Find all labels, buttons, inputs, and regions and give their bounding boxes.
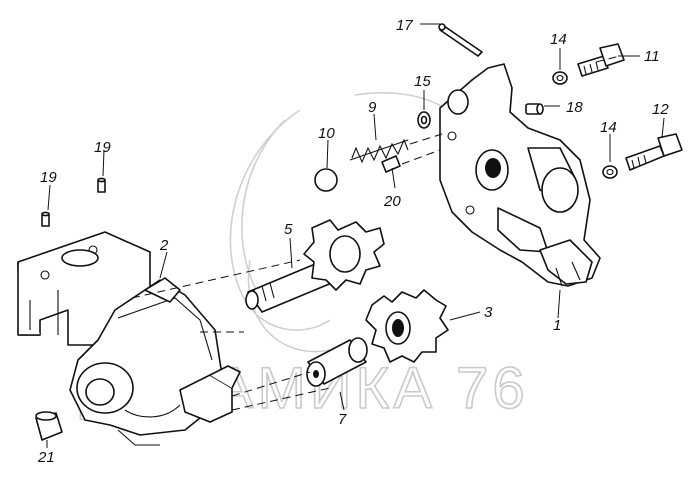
callout-18: 18: [566, 99, 583, 116]
driven-gear: [365, 289, 449, 363]
pin-18: [525, 103, 544, 115]
callout-20: 20: [383, 193, 401, 210]
plug: [35, 411, 63, 441]
lock-washer-lower: [602, 165, 618, 179]
cotter-pin: [438, 23, 483, 57]
callout-14-upper: 14: [550, 31, 567, 48]
callout-19-right: 19: [94, 139, 111, 156]
callout-10: 10: [318, 125, 335, 142]
dowel-pin-right: [97, 177, 106, 193]
callout-labels: 1 2 3 5 7 9 10 11 12 14 14 15 17 18 19 1…: [37, 17, 669, 466]
washer-15: [417, 111, 431, 129]
callout-2: 2: [159, 237, 169, 254]
bolt-12: [625, 133, 683, 171]
dowel-pin-left: [41, 211, 50, 227]
pump-cover: [439, 63, 601, 287]
callout-19-left: 19: [40, 169, 57, 186]
callout-5: 5: [284, 221, 293, 238]
relief-valve-ball: [314, 168, 338, 192]
drive-gear-shaft: [245, 219, 385, 313]
gear-axle: [306, 337, 368, 387]
callout-17: 17: [396, 17, 413, 34]
bolt-11: [577, 43, 625, 77]
callout-21: 21: [37, 449, 55, 466]
lock-washer-upper: [552, 71, 568, 85]
callout-7: 7: [338, 411, 347, 428]
callout-3: 3: [484, 304, 493, 321]
valve-pin: [381, 155, 401, 173]
leader-lines: [46, 23, 665, 448]
callout-14-lower: 14: [600, 119, 617, 136]
callout-11: 11: [644, 48, 660, 65]
callout-1: 1: [553, 317, 561, 334]
relief-spring: [349, 138, 409, 164]
assembly-lines: [131, 55, 621, 411]
watermark-logo: [229, 91, 471, 353]
callout-9: 9: [368, 99, 377, 116]
callout-15: 15: [414, 73, 431, 90]
pump-body: [17, 231, 241, 446]
callout-12: 12: [652, 101, 669, 118]
